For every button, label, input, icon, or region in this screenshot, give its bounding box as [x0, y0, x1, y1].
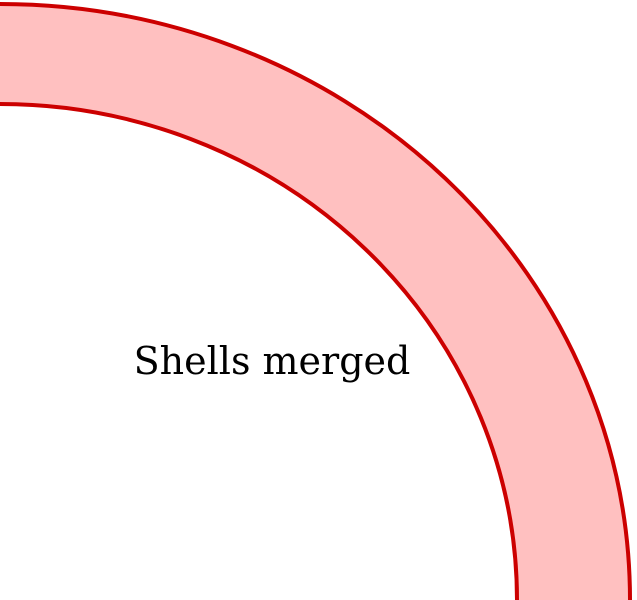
- inner-shell-boundary: [0, 102, 519, 600]
- merged-shell-band: [0, 4, 630, 600]
- shells-merged-label: Shells merged: [134, 339, 411, 383]
